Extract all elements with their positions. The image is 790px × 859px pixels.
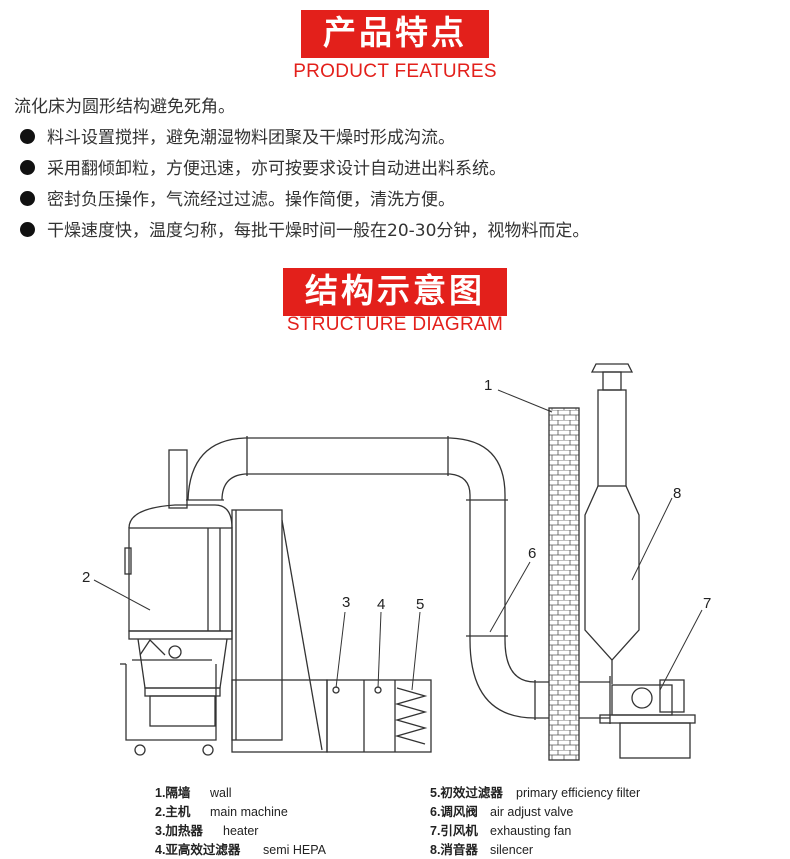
feature-item: 采用翻倾卸粒，方便迅速，亦可按要求设计自动进出料系统。 xyxy=(14,158,784,189)
features-intro: 流化床为圆形结构避免死角。 xyxy=(14,97,235,117)
bullet-dot-icon xyxy=(20,160,35,175)
feature-text: 密封负压操作，气流经过过滤。操作简便，清洗方便。 xyxy=(47,190,455,210)
callout-5: 5 xyxy=(416,596,424,613)
bullet-dot-icon xyxy=(20,191,35,206)
heater-housing xyxy=(231,509,432,753)
exhaust-fan xyxy=(599,679,696,759)
callout-2: 2 xyxy=(82,569,90,586)
callout-3: 3 xyxy=(342,594,350,611)
air-duct xyxy=(186,436,611,724)
feature-text: 料斗设置搅拌，避免潮湿物料团聚及干燥时形成沟流。 xyxy=(47,128,455,148)
feature-text: 采用翻倾卸粒，方便迅速，亦可按要求设计自动进出料系统。 xyxy=(47,159,506,179)
structure-diagram: 1 2 3 4 5 6 7 8 xyxy=(82,363,711,761)
feature-item: 密封负压操作，气流经过过滤。操作简便，清洗方便。 xyxy=(14,189,784,220)
feature-item: 干燥速度快，温度匀称，每批干燥时间一般在20-30分钟，视物料而定。 xyxy=(14,220,784,251)
silencer xyxy=(584,363,640,684)
features-list: 流化床为圆形结构避免死角。 料斗设置搅拌，避免潮湿物料团聚及干燥时形成沟流。 采… xyxy=(14,96,784,251)
bullet-dot-icon xyxy=(20,222,35,237)
feature-item: 料斗设置搅拌，避免潮湿物料团聚及干燥时形成沟流。 xyxy=(14,127,784,158)
callout-8: 8 xyxy=(673,485,681,502)
structure-subtitle: STRUCTURE DIAGRAM xyxy=(286,314,504,335)
bullet-dot-icon xyxy=(20,129,35,144)
main-machine xyxy=(120,449,233,756)
callout-7: 7 xyxy=(703,595,711,612)
callout-1: 1 xyxy=(484,377,492,394)
feature-text: 干燥速度快，温度匀称，每批干燥时间一般在20-30分钟，视物料而定。 xyxy=(47,221,590,241)
callout-4: 4 xyxy=(377,596,385,613)
structure-title-badge: 结构示意图 xyxy=(283,268,507,316)
features-subtitle: PRODUCT FEATURES xyxy=(293,61,497,82)
features-title-badge: 产品特点 xyxy=(301,10,489,58)
wall xyxy=(548,407,580,761)
callout-6: 6 xyxy=(528,545,536,562)
